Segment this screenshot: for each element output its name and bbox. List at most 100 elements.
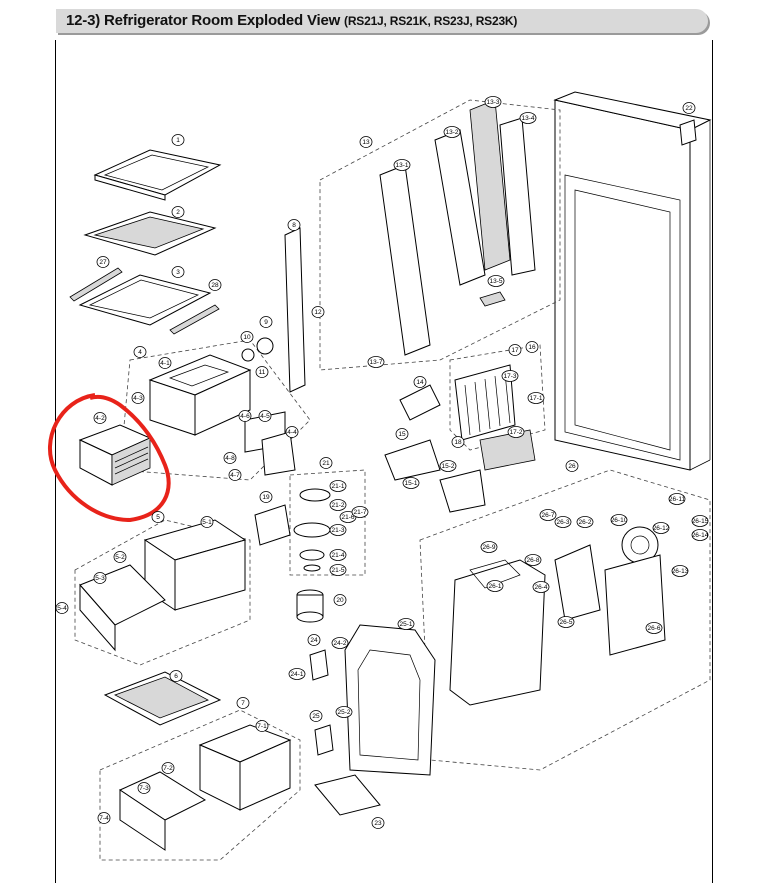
diagram-frame <box>55 40 713 883</box>
lamp-9 <box>256 337 274 355</box>
panel-13-1 <box>379 164 431 356</box>
duct-8 <box>284 227 306 393</box>
callout-label: 7-2 <box>163 765 173 772</box>
callout-label: 13-2 <box>445 129 458 136</box>
callout-label: 17-1 <box>529 395 542 402</box>
callout-bubble <box>501 370 519 382</box>
callout-21-1: 21-1 <box>329 480 347 492</box>
case-26-6 <box>604 554 666 656</box>
callout-label: 5-4 <box>57 605 67 612</box>
callout-bubble <box>259 491 273 503</box>
callout-label: 13-7 <box>369 359 382 366</box>
callout-bubble <box>397 618 415 630</box>
callout-label: 7 <box>241 700 245 707</box>
callout-21-5: 21-5 <box>329 564 347 576</box>
callout-21: 21 <box>319 457 333 469</box>
callout-label: 14 <box>416 379 424 386</box>
callout-bubble <box>333 594 347 606</box>
callout-1: 1 <box>171 134 185 146</box>
callout-label: 10 <box>243 334 251 341</box>
clip-13-5 <box>479 291 506 307</box>
callout-label: 26-12 <box>653 525 670 532</box>
callout-bubble <box>287 219 301 231</box>
group-7-outline <box>99 709 301 861</box>
callout-label: 8 <box>292 222 296 229</box>
callout-label: 24-1 <box>290 671 303 678</box>
crisper-drawer-4-2 <box>78 424 152 486</box>
callout-bubble <box>527 392 545 404</box>
callout-bubble <box>285 426 299 438</box>
callout-5-4: 5-4 <box>55 602 69 614</box>
callout-7-2: 7-2 <box>161 762 175 774</box>
callout-7-1: 7-1 <box>255 720 269 732</box>
callout-label: 25-1 <box>399 621 412 628</box>
callout-label: 15-1 <box>404 480 417 487</box>
callout-label: 7-3 <box>139 785 149 792</box>
callout-26-13: 26-13 <box>671 565 689 577</box>
callout-label: 26-4 <box>534 584 547 591</box>
callout-bubble <box>93 572 107 584</box>
callout-bubble <box>451 436 465 448</box>
callout-label: 4-6 <box>240 413 250 420</box>
callout-bubble <box>309 710 323 722</box>
callout-bubble <box>258 410 272 422</box>
callout-bubble <box>335 706 353 718</box>
callout-label: 26-7 <box>541 512 554 519</box>
callout-bubble <box>351 506 369 518</box>
lever-24 <box>309 649 329 681</box>
callout-14: 14 <box>413 376 427 388</box>
callout-26-2: 26-2 <box>576 516 594 528</box>
callout-label: 5-1 <box>202 519 212 526</box>
callout-bubble <box>171 266 185 278</box>
callout-bubble <box>161 762 175 774</box>
callout-25: 25 <box>309 710 323 722</box>
callout-label: 26-13 <box>672 568 689 575</box>
callout-bubble <box>691 529 709 541</box>
callout-bubble <box>131 392 145 404</box>
callout-bubble <box>311 306 325 318</box>
callout-label: 21-1 <box>331 483 344 490</box>
callout-label: 26-9 <box>482 544 495 551</box>
callout-4-1: 4-1 <box>158 357 172 369</box>
callout-bubble <box>576 516 594 528</box>
crisper-5 <box>143 519 247 611</box>
callout-label: 6 <box>174 673 178 680</box>
page-title: 12-3) Refrigerator Room Exploded View (R… <box>66 12 517 29</box>
callout-bubble <box>137 782 151 794</box>
callout-label: 26-2 <box>578 519 591 526</box>
shelf-1 <box>93 149 222 201</box>
callout-bubble <box>610 514 628 526</box>
title-models: (RS21J, RS21K, RS23J, RS23K) <box>344 14 518 28</box>
pan-part-4-6 <box>261 431 296 476</box>
callout-2: 2 <box>171 206 185 218</box>
callout-label: 13-3 <box>486 99 499 106</box>
callout-bubble <box>508 344 522 356</box>
callout-label: 4-1 <box>160 360 170 367</box>
bracket-15-2 <box>384 439 441 481</box>
evaporator-17 <box>454 364 516 441</box>
callout-21-2: 21-2 <box>329 499 347 511</box>
callout-bubble <box>169 670 183 682</box>
callout-label: 22 <box>685 105 693 112</box>
callout-label: 13 <box>362 139 370 146</box>
group-5-outline <box>74 519 251 666</box>
callout-label: 26-3 <box>556 519 569 526</box>
callout-bubble <box>96 256 110 268</box>
callout-label: 4-7 <box>230 472 240 479</box>
callout-bubble <box>554 516 572 528</box>
callout-26-6: 26-6 <box>645 622 663 634</box>
callout-bubble <box>439 460 457 472</box>
pan-cover-4 <box>148 354 252 436</box>
callout-bubble <box>443 126 461 138</box>
callout-16: 16 <box>525 341 539 353</box>
callout-label: 1 <box>176 137 180 144</box>
callout-bubble <box>682 102 696 114</box>
callout-bubble <box>371 817 385 829</box>
callout-28: 28 <box>208 279 222 291</box>
callout-label: 20 <box>336 597 344 604</box>
callout-bubble <box>331 637 349 649</box>
callout-label: 21-4 <box>331 552 344 559</box>
callout-bubble <box>171 134 185 146</box>
callout-19: 19 <box>259 491 273 503</box>
callout-label: 4-5 <box>260 413 270 420</box>
